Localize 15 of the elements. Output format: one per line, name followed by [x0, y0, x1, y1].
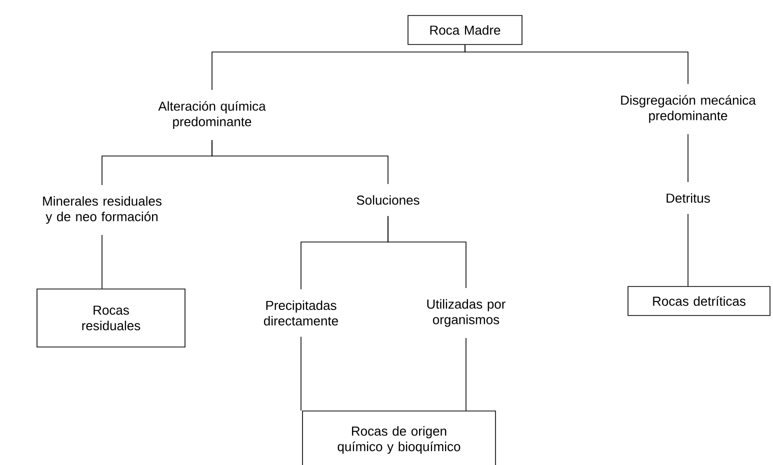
process-box: Rocas detríticas	[628, 286, 770, 316]
connector-line	[388, 216, 466, 288]
connector-line	[464, 44, 688, 84]
branch-label: Alteración química predominante	[158, 101, 266, 129]
branch-label: Soluciones	[356, 195, 420, 205]
process-box: Rocas residuales	[36, 288, 186, 348]
branch-label: Utilizadas por organismos	[427, 299, 506, 327]
branch-label: Precipitadas directamente	[264, 300, 338, 326]
connector-line	[300, 336, 302, 411]
branch-label: Detritus	[666, 193, 710, 203]
process-box: Rocas de origen químico y bioquímico	[302, 410, 496, 465]
branch-label: Minerales residuales y de neo formación	[43, 196, 162, 224]
process-box: Roca Madre	[408, 15, 522, 45]
connector-line	[212, 140, 388, 184]
branch-label: Disgregación mecánica predominante	[621, 95, 756, 123]
